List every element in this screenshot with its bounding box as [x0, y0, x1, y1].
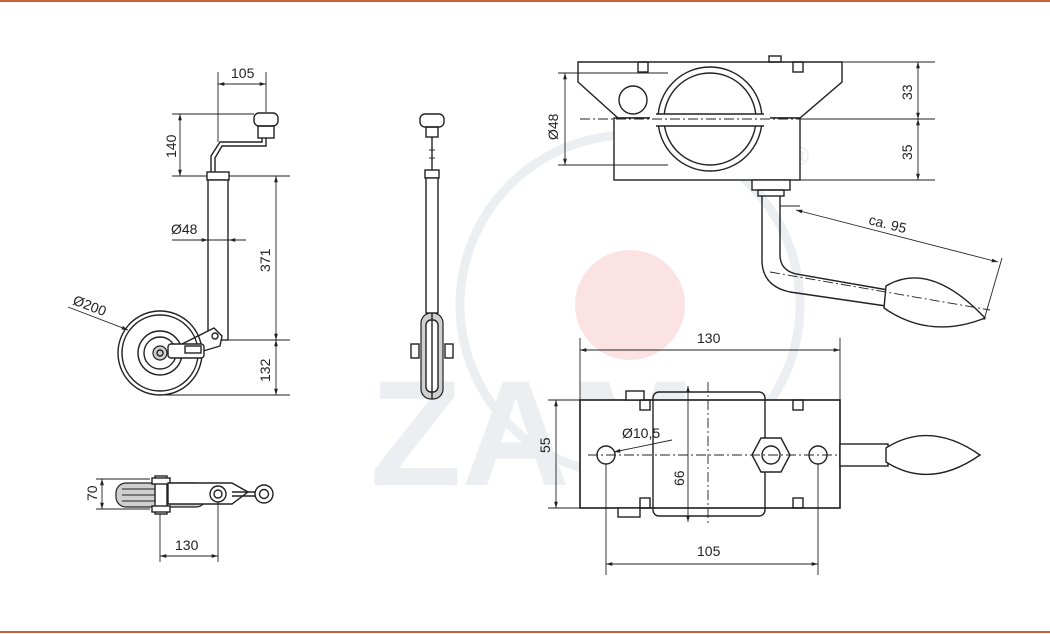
- dim-plate-width: 55: [537, 437, 553, 453]
- dim-handle-length: ca. 95: [867, 211, 908, 236]
- dim-side-tube-length: 371: [257, 248, 273, 272]
- dim-clamp-bottom: 35: [899, 144, 915, 160]
- dim-clamp-top: 33: [899, 84, 915, 100]
- bottom-view: [115, 475, 274, 515]
- clamp-side-view: [577, 55, 991, 328]
- side-view: [117, 112, 279, 396]
- dim-side-crank-height: 140: [163, 134, 179, 158]
- dim-plate-length: 130: [697, 330, 721, 346]
- dim-bottom-width: 70: [84, 485, 100, 501]
- dim-hole-dia: Ø10,5: [622, 425, 660, 441]
- bottom-view-dimensions: 70 130: [84, 478, 219, 562]
- plate-top-view: [579, 382, 982, 526]
- dim-hole-spacing-h: 105: [697, 543, 721, 559]
- dim-side-wheel-height: 132: [257, 358, 273, 382]
- front-view: [410, 113, 454, 400]
- plate-dimensions: 130 55 66 Ø10,5 105: [537, 330, 841, 575]
- dim-hole-spacing-v: 66: [671, 470, 687, 486]
- dim-bottom-length: 130: [175, 537, 199, 553]
- dim-side-tube-dia: Ø48: [171, 221, 198, 237]
- dim-side-top-width: 105: [231, 65, 255, 81]
- dim-clamp-dia: Ø48: [545, 113, 561, 140]
- side-view-dimensions: 105 140 Ø48 371 132 Ø200: [67, 65, 290, 396]
